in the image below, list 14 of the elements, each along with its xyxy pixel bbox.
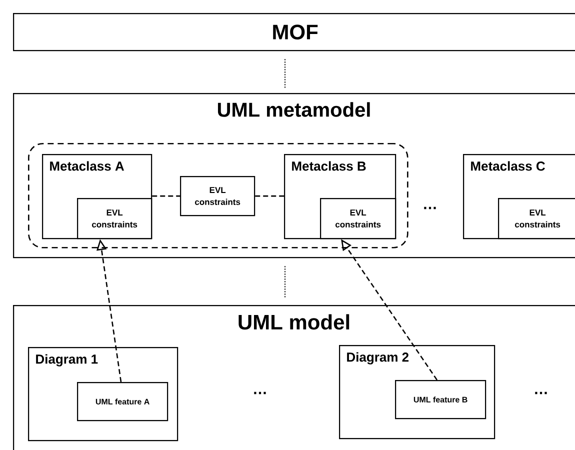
ellipsis: … — [254, 392, 266, 394]
constraint-box: EVL constraints — [320, 198, 396, 240]
constraint-box: EVL constraints — [498, 198, 575, 240]
connector-line — [284, 266, 286, 298]
ellipsis: … — [424, 206, 436, 210]
layer-panel: MOF — [13, 13, 575, 52]
constraint-box: EVL constraints — [180, 176, 256, 216]
ellipsis: … — [535, 392, 547, 394]
connector-line — [152, 195, 180, 197]
connector-line — [284, 58, 286, 88]
feature-box: UML feature B — [395, 380, 486, 420]
constraint-box: EVL constraints — [77, 198, 152, 240]
feature-box: UML feature A — [77, 382, 168, 422]
connector-line — [255, 195, 284, 197]
